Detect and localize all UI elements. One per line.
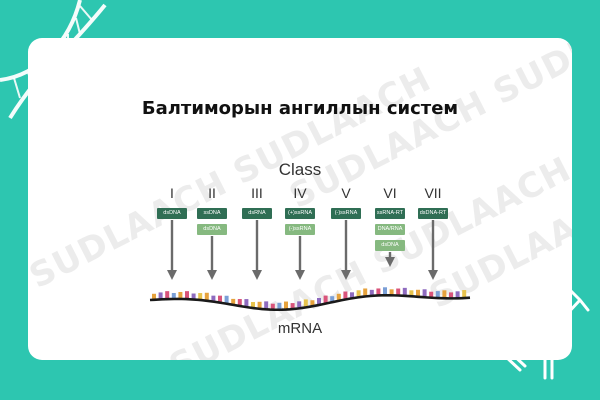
nucleotide-bar xyxy=(376,288,381,296)
class-numeral: I xyxy=(170,185,174,201)
nucleotide-bar xyxy=(290,303,295,310)
genome-box: dsDNA xyxy=(157,208,187,219)
nucleotide-bar xyxy=(383,287,387,296)
nucleotide-bar xyxy=(158,292,163,300)
nucleotide-bar xyxy=(429,291,434,298)
nucleotide-bar xyxy=(389,289,394,296)
arrow-head xyxy=(252,270,262,280)
mrna-strand xyxy=(149,293,471,312)
genome-box: dsRNA xyxy=(242,208,272,219)
nucleotide-bar xyxy=(350,292,354,299)
nucleotide-bar xyxy=(237,299,242,307)
genome-box: ssDNA xyxy=(197,208,227,219)
class-numeral: III xyxy=(251,185,263,201)
arrow-head xyxy=(295,270,305,280)
class-numeral: VII xyxy=(424,185,442,201)
intermediate-box: dsDNA xyxy=(197,224,227,235)
nucleotide-bar xyxy=(330,296,335,303)
class-numeral: VI xyxy=(383,185,397,201)
nucleotide-bar xyxy=(297,301,302,309)
intermediate-box: DNA/RNA xyxy=(375,224,405,235)
antibody-icon xyxy=(503,262,590,380)
arrow-head xyxy=(385,257,395,267)
mrna-label: mRNA xyxy=(277,320,323,337)
nucleotide-bar xyxy=(449,292,453,299)
nucleotide-bar xyxy=(303,299,308,308)
nucleotide-bar xyxy=(317,297,321,305)
nucleotide-bar xyxy=(218,295,222,303)
nucleotide-bar xyxy=(455,291,460,299)
nucleotide-bar xyxy=(152,293,156,300)
genome-box: ssRNA-RT xyxy=(375,208,405,219)
nucleotide-bar xyxy=(251,302,255,309)
nucleotide-bar xyxy=(224,295,229,304)
nucleotide-bar xyxy=(416,289,420,297)
nucleotide-bar xyxy=(270,303,275,310)
class-numeral: IV xyxy=(293,185,307,201)
class-heading: Class xyxy=(278,160,322,179)
intermediate-box: (-)ssRNA xyxy=(285,224,315,235)
nucleotide-bar xyxy=(422,289,427,298)
content-card: SUDLAACH SUDLAACH SUDLAACH SUDLAACH SUDL… xyxy=(28,38,572,360)
nucleotide-bar xyxy=(165,291,170,300)
arrow-head xyxy=(167,270,177,280)
nucleotide-bar xyxy=(185,291,189,300)
nucleotide-bar xyxy=(435,291,440,299)
nucleotide-bar xyxy=(323,295,328,304)
nucleotide-bar xyxy=(336,293,341,301)
nucleotide-bar xyxy=(310,300,315,307)
nucleotide-bar xyxy=(257,301,262,309)
page-title: Балтиморын ангиллын систем xyxy=(141,98,459,119)
genome-box: dsDNA-RT xyxy=(418,208,448,219)
nucleotide-bar xyxy=(343,291,348,300)
nucleotide-bar xyxy=(191,293,196,300)
nucleotide-bar xyxy=(462,290,467,299)
nucleotide-bar xyxy=(442,290,447,299)
nucleotide-bar xyxy=(204,292,209,301)
nucleotide-bar xyxy=(409,290,414,297)
arrow-head xyxy=(207,270,217,280)
nucleotide-bar xyxy=(211,295,216,302)
genome-box: (-)ssRNA xyxy=(331,208,361,219)
nucleotide-bar xyxy=(264,301,269,310)
nucleotide-bar xyxy=(356,290,361,298)
class-numeral: II xyxy=(208,185,216,201)
arrows-layer xyxy=(149,220,471,312)
nucleotide-bar xyxy=(231,298,236,305)
intermediate-box: dsDNA xyxy=(375,240,405,251)
nucleotide-bar xyxy=(369,289,374,296)
nucleotide-bar xyxy=(178,291,183,299)
nucleotide-bar xyxy=(171,292,176,299)
arrow-head xyxy=(428,270,438,280)
nucleotide-bar xyxy=(363,288,368,297)
arrow-head xyxy=(341,270,351,280)
nucleotide-bar xyxy=(198,293,203,301)
nucleotide-bar xyxy=(402,287,407,296)
nucleotide-bar xyxy=(284,301,288,310)
nucleotide-bar xyxy=(396,288,401,296)
nucleotide-bar xyxy=(244,299,249,308)
genome-box: (+)ssRNA xyxy=(285,208,315,219)
nucleotide-bar xyxy=(277,302,282,310)
class-numeral: V xyxy=(341,185,351,201)
